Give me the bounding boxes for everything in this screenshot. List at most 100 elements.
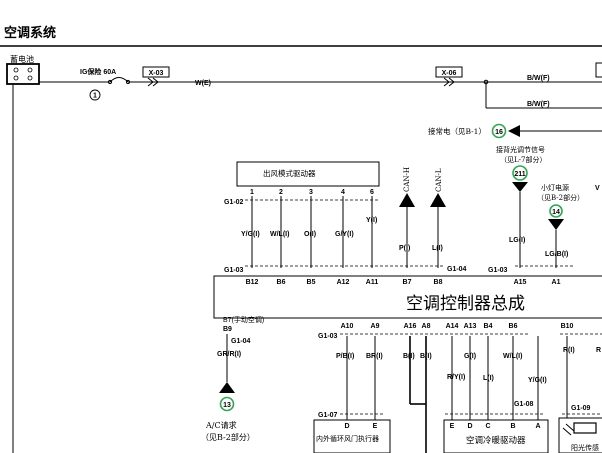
pin-b4: B4 <box>484 323 493 330</box>
mix-pin-a: A <box>535 423 540 430</box>
ref-arrow-text: 接常电（见B-1） <box>428 126 486 136</box>
recirc-pin-e: E <box>373 423 378 430</box>
wire-bw-1: B/W(F) <box>527 75 550 82</box>
fuse-number-badge <box>89 89 101 101</box>
wire-r2: R <box>596 347 601 354</box>
small-lamp-number: 14 <box>552 209 560 216</box>
fuse-symbol <box>109 77 129 83</box>
ac-request-number: 13 <box>223 402 231 409</box>
pin-b6-bottom: B6 <box>509 323 518 330</box>
battery-label: 蓄电池 <box>10 54 34 64</box>
wire-yg: Y/G(I) <box>528 377 547 384</box>
vent-pin-6: 6 <box>370 189 374 196</box>
ac-request-line2: （见B-2部分） <box>201 432 255 442</box>
side-letter: V <box>595 185 600 192</box>
pin-b10: B10 <box>561 323 574 330</box>
vent-wire-2: W/L(I) <box>270 231 289 238</box>
small-lamp-line1: 小灯电源 <box>541 183 569 192</box>
mix-pin-b: B <box>510 423 515 430</box>
pin-b12: B12 <box>246 279 259 286</box>
vent-mode-title: 出风模式驱动器 <box>263 168 316 178</box>
conn-g104-top: G1-04 <box>447 266 467 273</box>
wire-w-e: W(E) <box>195 80 211 87</box>
fuse-number: 1 <box>93 93 97 100</box>
wire-ry: R/Y(I) <box>447 374 465 381</box>
sun-sensor-element <box>573 422 597 434</box>
ref-arrow-head <box>508 125 520 137</box>
wire-br: BR(I) <box>366 353 383 360</box>
can-l-wire: L(I) <box>432 245 443 252</box>
conn-g102: G1-02 <box>224 199 244 206</box>
vent-wire-4: G/Y(I) <box>335 231 354 238</box>
pin-a12: A12 <box>337 279 350 286</box>
pin-a13: A13 <box>464 323 477 330</box>
sun-sensor-arrows <box>562 423 575 436</box>
connector-x06-box <box>435 66 463 78</box>
backlight-line1: 接背光调节信号 <box>496 145 545 154</box>
mix-title: 空调冷暖驱动器 <box>466 435 526 446</box>
wire-pb: P/B(I) <box>336 353 354 360</box>
pin-a8: A8 <box>422 323 431 330</box>
battery-terminal-3 <box>13 75 19 81</box>
conn-g103-left: G1-03 <box>224 267 244 274</box>
can-h-arrow <box>399 193 415 207</box>
controller-box <box>213 275 602 319</box>
wire-grr: GR/R(I) <box>217 351 241 358</box>
battery-terminal-pos <box>27 67 33 73</box>
backlight-line2: （见L-7部分） <box>500 155 546 164</box>
wire-b1: B(I) <box>403 353 415 360</box>
connector-x03: X-03 <box>149 70 164 77</box>
wire-g: G(I) <box>464 353 476 360</box>
recirc-title: 内外循环风门执行器 <box>316 434 379 443</box>
ac-request-line1: A/C请求 <box>205 420 237 430</box>
wire-bw-2: B/W(F) <box>527 101 550 108</box>
battery-terminal-4 <box>27 75 33 81</box>
mix-pin-e: E <box>450 423 455 430</box>
connector-x03-chevron <box>147 77 159 87</box>
conn-g104-bottom: G1-04 <box>231 338 251 345</box>
vent-mode-box <box>236 161 380 187</box>
wire-b2: B(I) <box>420 353 432 360</box>
backlight-number: 211 <box>514 171 525 178</box>
backlight-arrow <box>512 182 528 192</box>
pin-a11: A11 <box>366 279 379 286</box>
pin-a14: A14 <box>446 323 459 330</box>
pin-b5: B5 <box>307 279 316 286</box>
controller-title: 空调控制器总成 <box>406 294 525 314</box>
vent-pin-3: 3 <box>309 189 313 196</box>
pin-b8: B8 <box>434 279 443 286</box>
page-title: 空调系统 <box>4 25 56 41</box>
can-h-label: CAN-H <box>403 167 411 192</box>
can-l-arrow <box>430 193 446 207</box>
small-lamp-arrow <box>548 219 564 230</box>
mix-pin-c: C <box>485 423 490 430</box>
wire-wl: W/L(I) <box>503 353 522 360</box>
ac-request-arrow <box>219 382 235 393</box>
vent-wire-6: Y(I) <box>366 217 377 224</box>
pin-a9: A9 <box>371 323 380 330</box>
vent-pin-1: 1 <box>250 189 254 196</box>
small-lamp-wire: LG/B(I) <box>545 251 568 258</box>
can-h-wire: P(I) <box>399 245 410 252</box>
vent-pin-2: 2 <box>279 189 283 196</box>
vent-pin-4: 4 <box>341 189 345 196</box>
battery-box <box>6 63 40 85</box>
pin-a10: A10 <box>341 323 354 330</box>
vent-wire-3: O(I) <box>304 231 316 238</box>
can-l-label: CAN-L <box>435 168 443 192</box>
pin-b7: B7 <box>403 279 412 286</box>
pin-a1: A1 <box>552 279 561 286</box>
pin-b6: B6 <box>277 279 286 286</box>
vent-wire-1: Y/G(I) <box>241 231 260 238</box>
conn-g103-bottom: G1-03 <box>318 333 338 340</box>
right-edge-connector <box>595 62 602 78</box>
controller-b7: B7(手动空调) <box>223 315 264 324</box>
battery-terminal-neg <box>13 67 19 73</box>
wire-l: L(I) <box>483 375 494 382</box>
conn-g107: G1-07 <box>318 412 338 419</box>
pin-a16: A16 <box>404 323 417 330</box>
mix-box <box>443 419 549 453</box>
conn-g108: G1-08 <box>514 401 534 408</box>
small-lamp-line2: （见B-2部分） <box>537 193 584 202</box>
mix-pin-d: D <box>467 423 472 430</box>
